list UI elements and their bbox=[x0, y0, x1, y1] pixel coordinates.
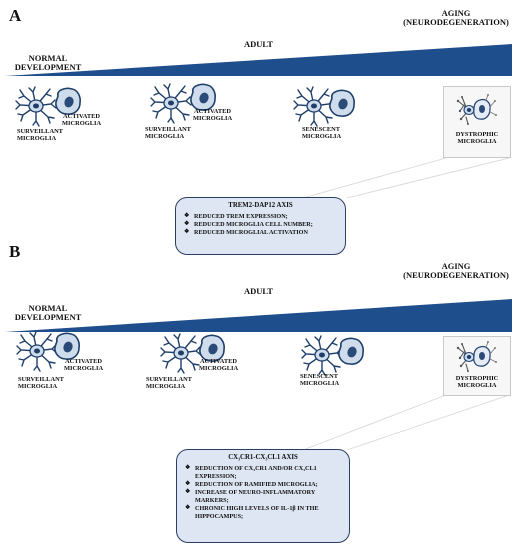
panel-a-label-dystrophic: DYSTROPHIC MICROGLIA bbox=[455, 131, 499, 146]
panel-a-graphics bbox=[5, 44, 512, 199]
panel-b-surveillant-cell-2 bbox=[160, 333, 202, 374]
panel-b-box-list: REDUCTION OF CX₃CR1 AND/OR CX₃CL1 EXPRES… bbox=[177, 465, 349, 521]
panel-a-label-surveillant-1: SURVEILLANT MICROGLIA bbox=[17, 128, 63, 143]
panel-a-label-activated-1: ACTIVATED MICROGLIA bbox=[62, 113, 102, 128]
panel-b-label-surveillant-2: SURVEILLANT MICROGLIA bbox=[146, 376, 192, 391]
panel-a-box-title: TREM2-DAP12 AXIS bbox=[228, 202, 293, 209]
panel-b-box-item: REDUCTION OF RAMIFIED MICROGLIA; bbox=[185, 481, 343, 489]
panel-a-box-item: REDUCED MICROGLIAL ACTIVATION bbox=[184, 229, 345, 237]
panel-b-box-title: CX₃CR1-CX₃CL1 AXIS bbox=[228, 454, 298, 461]
panel-b-label-activated-2: ACTIVATED MICROGLIA bbox=[199, 358, 239, 373]
panel-b-label-activated-1: ACTIVATED MICROGLIA bbox=[64, 358, 104, 373]
panel-b-cx3cr1-info-box: CX₃CR1-CX₃CL1 AXIS REDUCTION OF CX₃CR1 A… bbox=[176, 449, 350, 543]
panel-b-dystrophic-frame: DYSTROPHIC MICROGLIA bbox=[443, 336, 511, 396]
panel-b-stage-aging: AGING (NEURODEGENERATION) bbox=[403, 261, 509, 281]
panel-b-label-dystrophic: DYSTROPHIC MICROGLIA bbox=[455, 375, 499, 390]
panel-b-activated-cell-1 bbox=[54, 332, 80, 360]
panel-a-stage-aging: AGING (NEURODEGENERATION) bbox=[403, 8, 509, 28]
panel-b-zoom-line-left bbox=[302, 394, 447, 451]
panel-b-surveillant-cell-1 bbox=[16, 331, 58, 372]
panel-b-stage-adult: ADULT bbox=[244, 286, 273, 296]
panel-b-box-item: REDUCTION OF CX₃CR1 AND/OR CX₃CL1 EXPRES… bbox=[185, 465, 343, 481]
panel-a-box-item: REDUCED MICROGLIA CELL NUMBER; bbox=[184, 221, 345, 229]
panel-b-senescent-amoeboid-cell bbox=[338, 337, 364, 365]
panel-b-senescent-ramified-cell bbox=[301, 335, 343, 376]
panel-a-box-item: REDUCED TREM EXPRESSION; bbox=[184, 213, 345, 221]
panel-a-letter: A bbox=[9, 6, 22, 25]
panel-a-stage-adult: ADULT bbox=[244, 39, 273, 49]
panel-b-dystrophic-icon bbox=[456, 340, 498, 373]
panel-a-trem2-info-box: TREM2-DAP12 AXIS REDUCED TREM EXPRESSION… bbox=[175, 197, 346, 255]
panel-b-zoom-line-right bbox=[346, 394, 510, 451]
panel-b-time-wedge bbox=[5, 299, 512, 332]
panel-a-time-wedge bbox=[5, 44, 512, 76]
panel-a-zoom-line-left bbox=[302, 157, 447, 199]
panel-b-label-senescent: SENESCENT MICROGLIA bbox=[300, 373, 340, 388]
panel-b-label-surveillant-1: SURVEILLANT MICROGLIA bbox=[18, 376, 64, 391]
panel-a-stage-normal: NORMAL DEVELOPMENT bbox=[14, 53, 82, 73]
panel-b-letter: B bbox=[9, 242, 21, 261]
panel-a-dystrophic-frame: DYSTROPHIC MICROGLIA bbox=[443, 86, 511, 158]
panel-a-box-list: REDUCED TREM EXPRESSION; REDUCED MICROGL… bbox=[176, 213, 345, 237]
panel-b-box-item: INCREASE OF NEURO-INFLAMMATORY MARKERS; bbox=[185, 489, 343, 505]
panel-b-box-item: CHRONIC HIGH LEVELS OF IL-1β IN THE HIPP… bbox=[185, 505, 343, 521]
panel-a-label-surveillant-2: SURVEILLANT MICROGLIA bbox=[145, 126, 191, 141]
panel-a-zoom-line-right bbox=[346, 157, 510, 199]
panel-a-label-senescent: SENESCENT MICROGLIA bbox=[302, 126, 342, 141]
panel-a-label-activated-2: ACTIVATED MICROGLIA bbox=[193, 108, 233, 123]
panel-b-stage-normal: NORMAL DEVELOPMENT bbox=[14, 303, 82, 323]
